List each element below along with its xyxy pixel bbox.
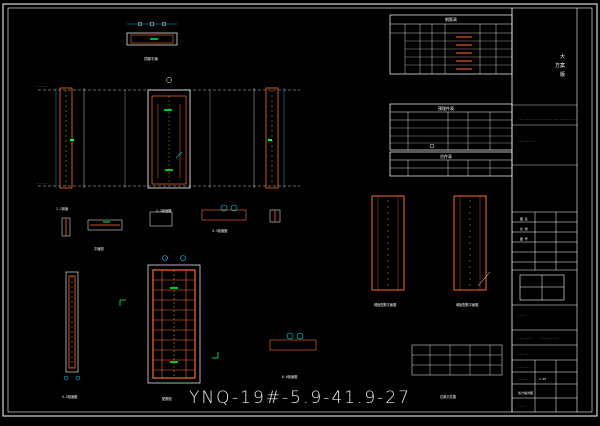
svg-text:墙板配筋平面图: 墙板配筋平面图 (374, 302, 396, 307)
svg-text:顶部平面: 顶部平面 (144, 56, 158, 61)
tb-side-text-2: 方案 (555, 62, 565, 69)
svg-text:平面图: 平面图 (94, 247, 104, 251)
svg-text:3-3剖面图: 3-3剖面图 (212, 228, 227, 233)
parts-table-title: 预埋件表 (438, 105, 454, 111)
svg-text:剪力墙详图: 剪力墙详图 (518, 390, 533, 395)
drawing-code: YNQ-19#-5.9-41.9-27 (189, 388, 411, 408)
svg-text:........: ........ (518, 336, 533, 340)
svg-text:墙板配筋平面图: 墙板配筋平面图 (456, 302, 478, 307)
rebar-table: 钢筋表 (389, 14, 513, 75)
svg-text:....: .... (518, 404, 525, 408)
svg-text:..........: .......... (540, 336, 558, 340)
tb-side-text-3: 版 (560, 71, 565, 78)
rebar-table-title: 钢筋表 (445, 16, 457, 22)
bottom-rebar-plan: 配筋图 (119, 255, 219, 401)
top-plan-view: 顶部平面 (126, 21, 178, 61)
svg-text:.......: ....... (36, 84, 49, 88)
svg-text:1:25: 1:25 (539, 377, 546, 381)
embedded-parts-table: 预埋件表 (389, 103, 513, 151)
svg-text:位置示意图: 位置示意图 (440, 394, 456, 399)
bottom-left-elevation: 5-5剖面图 (62, 271, 81, 399)
center-elevation (124, 77, 211, 189)
right-elevation (253, 87, 285, 189)
svg-text:..........: .......... (518, 139, 536, 143)
inner-border (7, 7, 593, 413)
svg-text:6-6剖面图: 6-6剖面图 (282, 374, 297, 379)
small-sections: 1-1剖面 平面图 2-2剖面图 3-3剖面图 (56, 204, 281, 251)
svg-text:......: ...... (518, 377, 529, 381)
wall-panel-b: 墙板配筋平面图 (453, 195, 491, 307)
sheet-border (2, 3, 598, 417)
svg-text:1-1剖面: 1-1剖面 (56, 206, 68, 211)
svg-text:2-2剖面图: 2-2剖面图 (156, 208, 171, 213)
svg-text:图 号: 图 号 (520, 236, 528, 241)
svg-text:配筋图: 配筋图 (162, 396, 172, 401)
tb-side-text-1: 大 (560, 53, 565, 60)
svg-text:....: .... (518, 313, 525, 317)
svg-text:......: ...... (518, 365, 529, 369)
key-plan: 位置示意图 (411, 344, 503, 399)
svg-text:......: ...... (518, 352, 529, 356)
lifting-table: 吊件表 (389, 151, 513, 177)
svg-text:图 名: 图 名 (520, 216, 528, 221)
bottom-detail: 6-6剖面图 (269, 332, 317, 379)
svg-text:.......: ....... (36, 181, 49, 185)
wall-panel-a: 墙板配筋平面图 (371, 195, 405, 307)
left-elevation (55, 87, 85, 189)
svg-text:5-5剖面图: 5-5剖面图 (62, 394, 77, 399)
title-block: ................................. ......… (511, 8, 578, 412)
lifting-table-title: 吊件表 (440, 153, 452, 159)
tb-note-1: ................................. (518, 117, 578, 121)
svg-text:比 例: 比 例 (520, 226, 528, 231)
